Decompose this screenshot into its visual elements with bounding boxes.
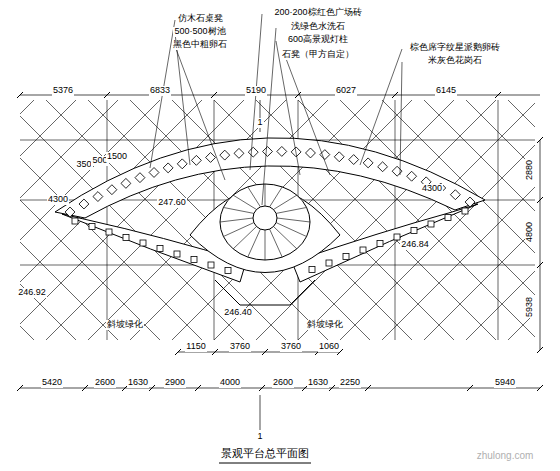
dimension-text: 6145 <box>435 86 457 96</box>
dimension-text: 1630 <box>127 378 149 388</box>
elevation-text: 246.84 <box>400 240 430 250</box>
material-callout: 黑色中粗卵石 <box>172 40 228 50</box>
material-callout: 浅绿色水洗石 <box>290 22 346 32</box>
dimension-text: 5190 <box>245 86 267 96</box>
dimension-text: 5420 <box>41 378 63 388</box>
material-callout: 200·200棕红色广场砖 <box>273 8 362 18</box>
dimension-text: 1150 <box>185 342 206 352</box>
dimension-text: 6833 <box>149 86 171 96</box>
dimension-text: 5940 <box>494 378 516 388</box>
dimension-text: 4300 <box>421 184 443 194</box>
material-callout: 仿木石桌凳 <box>177 14 224 24</box>
dimension-ticks <box>17 92 543 391</box>
material-callout: 米灰色花岗石 <box>427 56 483 66</box>
dimension-text: 3760 <box>280 342 302 352</box>
dimension-text: 2600 <box>272 378 294 388</box>
tree-pits <box>65 146 475 273</box>
dimension-text: 5376 <box>52 86 74 96</box>
dimension-text: 2600 <box>94 378 116 388</box>
elevation-text: 246.92 <box>17 288 47 298</box>
dimension-text: 5938 <box>525 296 535 318</box>
dimension-text: 2880 <box>525 159 535 181</box>
section-mark: 1 <box>256 432 263 442</box>
leader-lines <box>150 14 402 205</box>
elevation-text: 247.60 <box>157 198 187 208</box>
dimension-text: 4000 <box>219 378 241 388</box>
dimension-lines <box>20 95 540 430</box>
dimension-text: 2900 <box>164 378 186 388</box>
dimension-text: 350 <box>75 160 92 170</box>
material-callout: 石凳（甲方自定） <box>281 50 355 60</box>
dimension-text: 4800 <box>525 221 535 243</box>
area-label: 斜坡绿化 <box>106 320 144 330</box>
material-callout: 500·500树池 <box>173 27 226 37</box>
watermark: zhulong.com <box>476 450 535 461</box>
platform-outline <box>55 138 485 305</box>
dimension-text: 1060 <box>318 342 340 352</box>
material-callout: 600高景观灯柱 <box>287 35 349 45</box>
elevation-text: 246.40 <box>223 308 253 318</box>
drawing-title: 景观平台总平面图 <box>219 446 311 461</box>
dimension-text: 1630 <box>307 378 329 388</box>
title-underline <box>219 463 311 464</box>
area-label: 斜坡绿化 <box>306 320 344 330</box>
dimension-text: 6027 <box>335 86 357 96</box>
dimension-text: 3760 <box>229 342 251 352</box>
paving-pattern <box>220 184 310 260</box>
grid-lines <box>20 100 535 340</box>
dimension-text: 2250 <box>339 378 361 388</box>
material-callout: 棕色席字纹星派鹅卵砖 <box>409 43 501 53</box>
section-mark: 1 <box>256 118 263 128</box>
dimension-text: 1500 <box>106 152 128 162</box>
dimension-text: 4300 <box>47 195 69 205</box>
